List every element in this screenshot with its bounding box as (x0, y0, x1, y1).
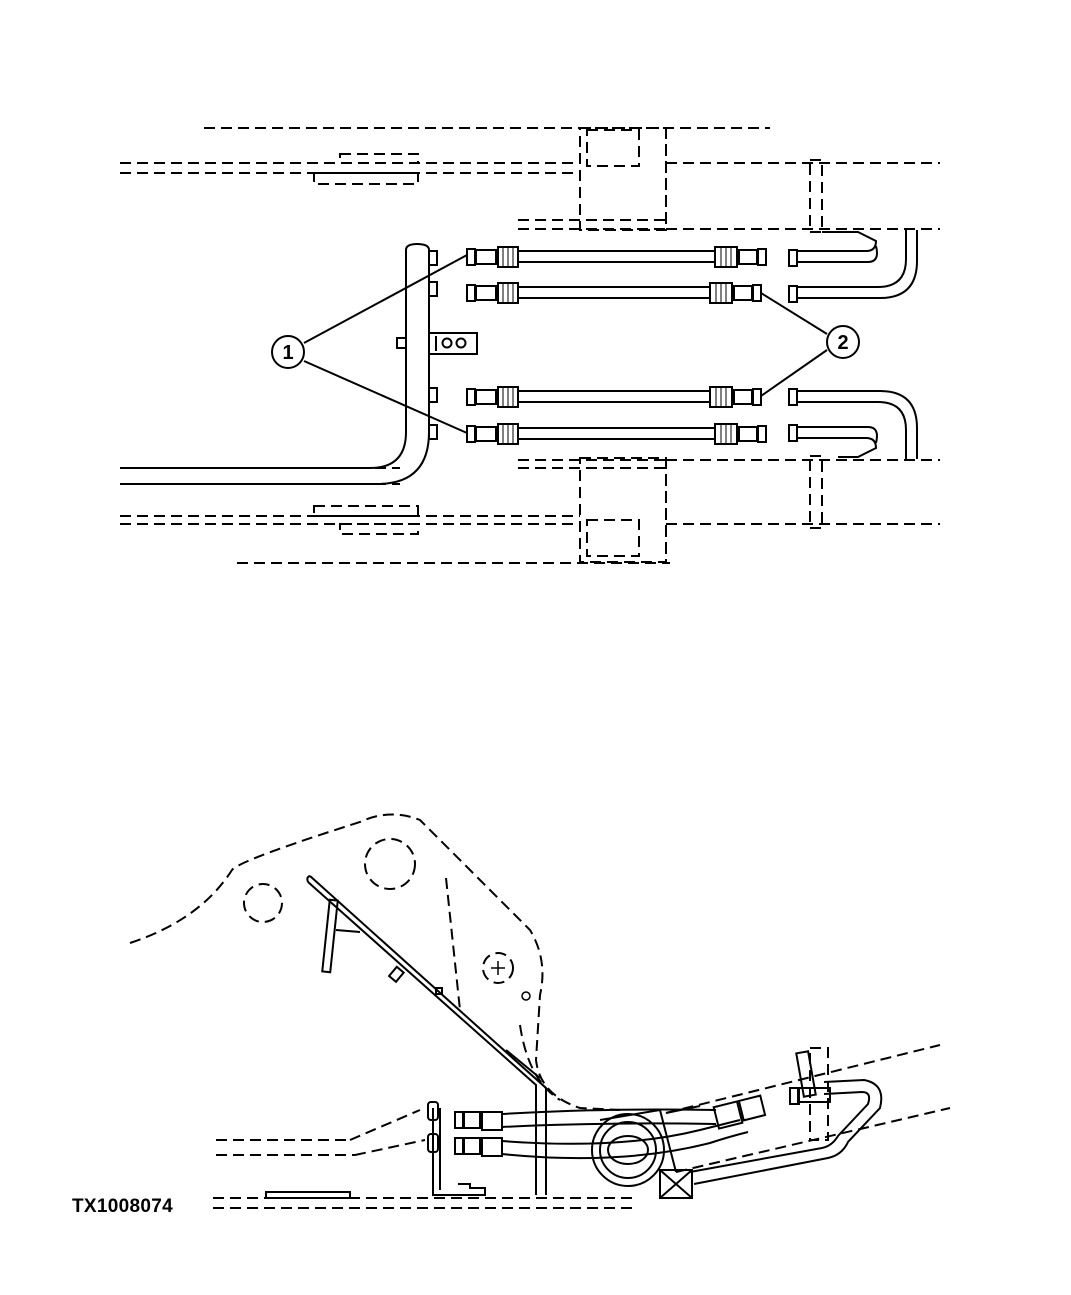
side-hoses (427, 1050, 883, 1199)
pin-center-mark (491, 961, 531, 1001)
boom-side-outline-dashed (129, 813, 951, 1209)
callout-1-label: 1 (282, 342, 293, 364)
side-view (129, 813, 951, 1209)
boom-outline-dashed (120, 127, 940, 564)
top-view (120, 127, 940, 564)
callout-1 (271, 254, 468, 434)
hose-line-1 (466, 246, 767, 268)
hose-line-2 (466, 282, 762, 304)
callout-2 (760, 292, 860, 397)
hose-line-4 (466, 423, 767, 445)
figure-id-label: TX1008074 (72, 1196, 173, 1217)
hose-line-3 (466, 386, 762, 408)
boom-steel-line (306, 875, 547, 1195)
right-steel-lines (788, 230, 918, 459)
mount-bracket (265, 1108, 486, 1199)
callout-2-label: 2 (837, 332, 848, 354)
left-steel-line (120, 242, 478, 485)
hose-assemblies (466, 246, 767, 445)
